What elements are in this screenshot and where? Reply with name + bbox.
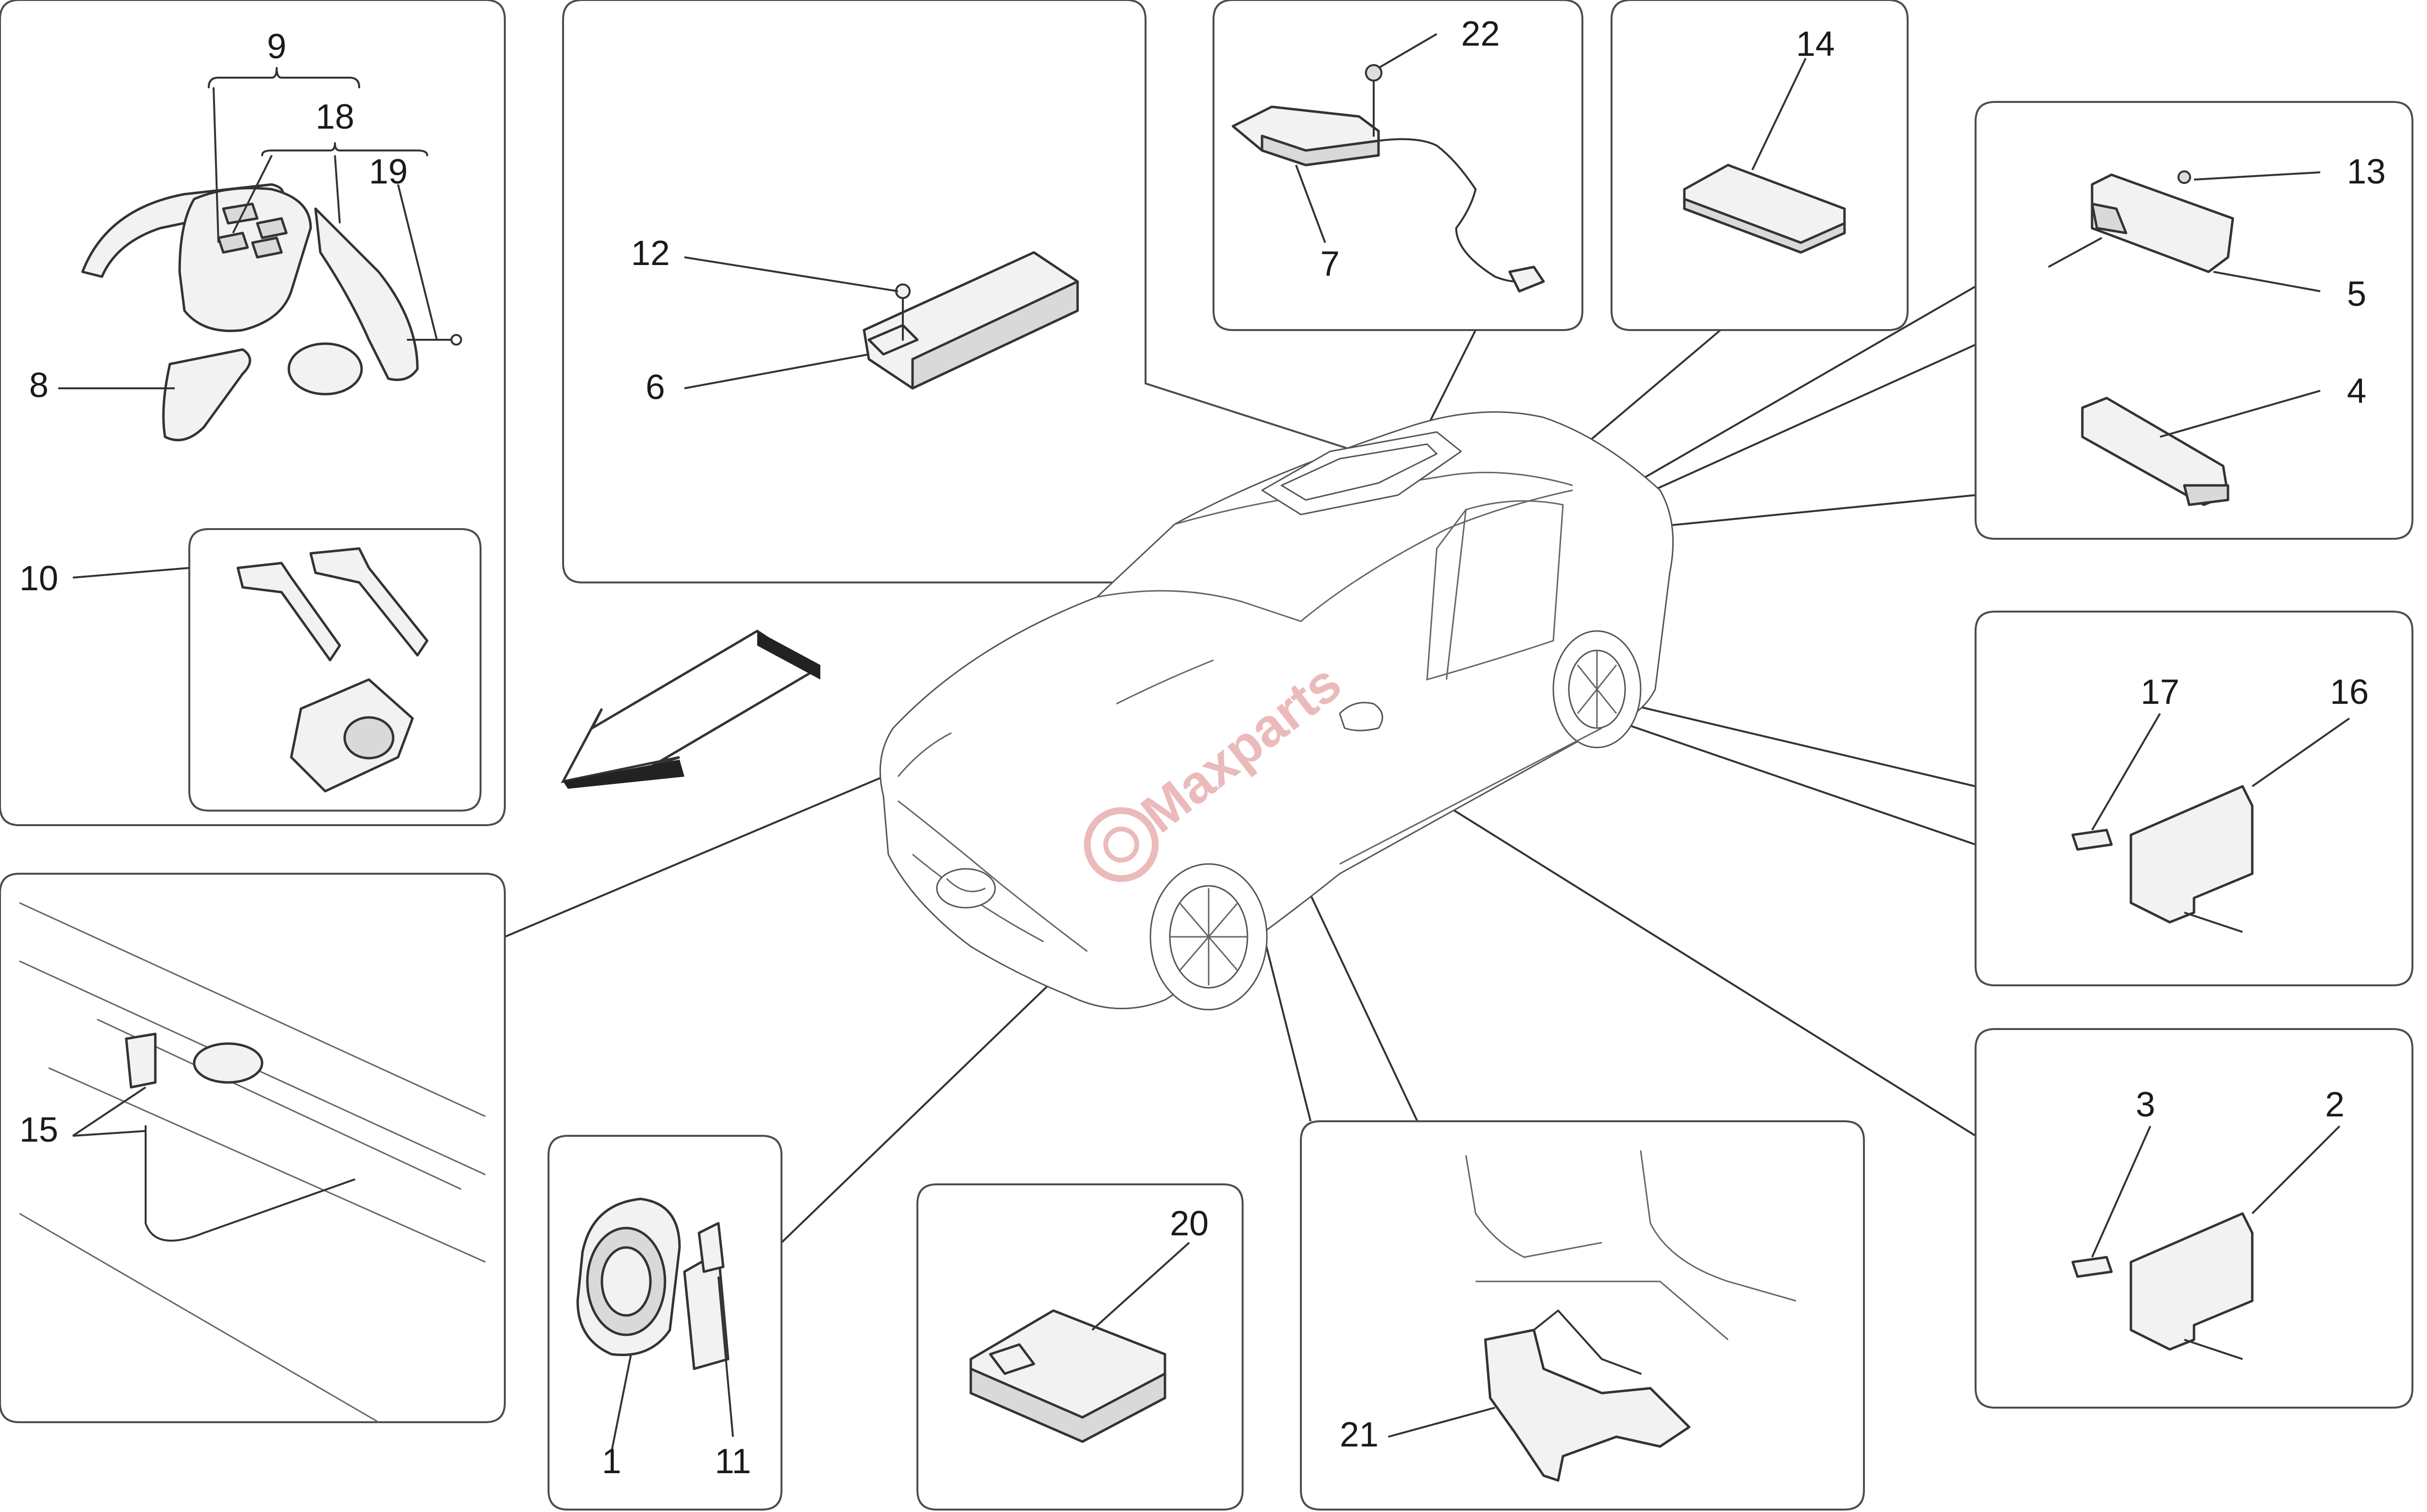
panel-bracket-21: [1300, 1120, 1865, 1511]
panel-antenna-14: [1611, 0, 1909, 331]
callout-11: 11: [715, 1442, 751, 1481]
control-unit-leaders: [684, 256, 898, 389]
key-fob-parts: [81, 67, 462, 442]
panel-antenna-15: [0, 873, 506, 1423]
callout-9: 9: [267, 27, 286, 66]
callout-8: 8: [29, 366, 49, 405]
vehicle-illustration: [879, 411, 1674, 1011]
callout-17: 17: [2141, 673, 2179, 712]
callout-18: 18: [316, 98, 354, 136]
panel-bracket-16: [1975, 611, 2413, 986]
siren-1: [576, 1197, 734, 1452]
antenna-module-leaders: [1295, 33, 1438, 243]
key-set-leaders: [58, 87, 438, 579]
callout-7: 7: [1320, 245, 1340, 283]
antenna-14: [1683, 58, 1846, 254]
panel-antenna-roof: [1213, 0, 1583, 331]
control-unit-6: [863, 251, 1079, 390]
callout-21: 21: [1340, 1415, 1379, 1454]
callout-12: 12: [631, 234, 670, 273]
roof-liner-antenna-15: [19, 902, 486, 1423]
callout-16: 16: [2330, 673, 2369, 712]
callout-15: 15: [19, 1111, 58, 1149]
callout-3: 3: [2136, 1085, 2155, 1124]
callout-6: 6: [646, 368, 665, 407]
antenna-5: [2048, 170, 2321, 292]
front-direction-arrow-icon: [561, 630, 820, 789]
bracket-16: [2071, 713, 2350, 933]
callout-labels: 9 18 19 8 10 12 6 22 7 14 13 5 4 17 16 3…: [19, 15, 2386, 1481]
panel-keys-10: [188, 528, 482, 812]
antenna-4: [2081, 390, 2321, 506]
antenna-module-7: [1231, 64, 1545, 293]
callout-13: 13: [2347, 152, 2386, 191]
callout-22: 22: [1461, 15, 1500, 53]
module-20: [969, 1242, 1190, 1443]
callout-2: 2: [2325, 1085, 2344, 1124]
callout-10: 10: [19, 559, 58, 598]
bracket-21: [1388, 1150, 1796, 1482]
callout-4: 4: [2347, 372, 2366, 411]
callout-19: 19: [369, 152, 408, 191]
callout-5: 5: [2347, 275, 2366, 314]
emergency-key-parts: [236, 547, 429, 793]
callout-20: 20: [1170, 1204, 1209, 1243]
bracket-2: [2071, 1125, 2341, 1360]
callout-14: 14: [1796, 25, 1835, 64]
panel-bracket-2: [1975, 1028, 2413, 1409]
callout-1: 1: [602, 1442, 621, 1481]
